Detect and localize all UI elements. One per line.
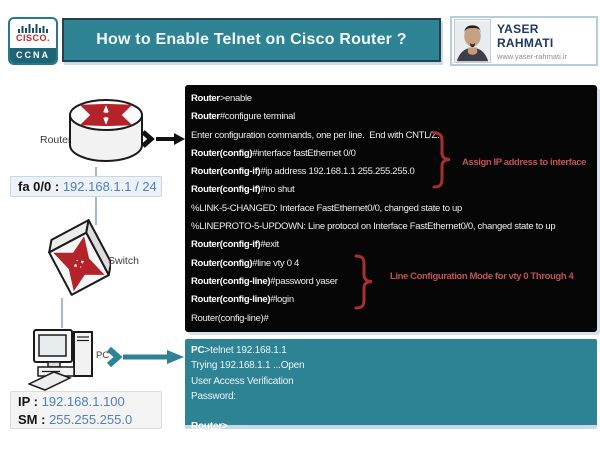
console-text: #password yaser bbox=[270, 275, 338, 287]
console-prompt: Router bbox=[191, 111, 220, 123]
console-line: Router>enable bbox=[191, 90, 593, 108]
switch-icon bbox=[48, 219, 111, 296]
pc-to-console-arrow-icon bbox=[107, 346, 184, 368]
sm-value: 255.255.255.0 bbox=[49, 412, 133, 427]
console-text: %LINK-5-CHANGED: Interface FastEthernet0… bbox=[191, 202, 462, 214]
router-to-console-arrow-icon bbox=[141, 130, 185, 148]
console-text: Trying 192.168.1.1 ...Open bbox=[191, 360, 305, 372]
console-line: Router(config-line)#login bbox=[191, 291, 593, 309]
console-line: Password: bbox=[191, 389, 593, 404]
console-text: >telnet 192.168.1.1 bbox=[204, 345, 287, 356]
page-title: How to Enable Telnet on Cisco Router ? bbox=[96, 31, 407, 48]
ip-row: IP : 192.168.1.100 bbox=[18, 393, 161, 411]
console-text: #configure terminal bbox=[219, 111, 295, 123]
sm-row: SM : 255.255.255.0 bbox=[18, 411, 161, 429]
ip-label: IP : bbox=[18, 394, 38, 409]
console-text: %LINEPROTO-5-UPDOWN: Line protocol on In… bbox=[191, 221, 556, 233]
pc-icon bbox=[28, 329, 93, 391]
router-label: Router bbox=[40, 134, 72, 146]
author-website: www.yaser-rahmati.ir bbox=[496, 51, 567, 61]
pc-telnet-console: PC>telnet 192.168.1.1 Trying 192.168.1.1… bbox=[185, 339, 597, 432]
annotation-line-config: Line Configuration Mode for vty 0 Throug… bbox=[390, 271, 574, 282]
brace-line-config-icon bbox=[354, 254, 373, 310]
cisco-ccna-badge: CISCO. CCNA bbox=[8, 17, 58, 65]
console-text: Password: bbox=[191, 390, 236, 402]
console-text: Router(config-line)# bbox=[191, 312, 269, 324]
console-line: User Access Verification bbox=[191, 374, 593, 389]
cisco-logo: CISCO. bbox=[10, 19, 56, 48]
console-line: Router(config)#interface fastEthernet 0/… bbox=[191, 145, 593, 163]
console-line: PC>telnet 192.168.1.1 bbox=[191, 343, 593, 358]
console-line: Router(config-line)#password yaser bbox=[191, 273, 593, 291]
console-prompt: Router(config-if) bbox=[191, 166, 261, 178]
pc-label: PC bbox=[96, 350, 110, 361]
console-text: User Access Verification bbox=[191, 375, 294, 387]
console-prompt: Router(config-line) bbox=[191, 294, 271, 306]
fa-label: fa 0/0 : bbox=[18, 179, 60, 194]
router-icon bbox=[69, 99, 143, 162]
console-prompt: Router(config-if) bbox=[191, 239, 261, 251]
router-console: Router>enable Router#configure terminal … bbox=[185, 85, 597, 332]
console-text: >enable bbox=[219, 93, 252, 104]
console-text: #line vty 0 4 bbox=[252, 257, 300, 269]
link-switch-pc bbox=[61, 298, 63, 328]
page-title-bar: How to Enable Telnet on Cisco Router ? bbox=[62, 18, 441, 62]
brace-assign-ip-icon bbox=[432, 131, 451, 189]
console-prompt: Router(config) bbox=[191, 257, 253, 269]
author-avatar bbox=[454, 19, 491, 63]
author-card: YASER RAHMATI www.yaser-rahmati.ir bbox=[450, 16, 598, 66]
author-name: YASER RAHMATI bbox=[496, 21, 554, 50]
console-line: Router(config-line)# bbox=[191, 310, 593, 328]
console-text: #ip address 192.168.1.1 255.255.255.0 bbox=[260, 166, 415, 178]
console-text: #interface fastEthernet 0/0 bbox=[252, 147, 356, 159]
ccna-label: CCNA bbox=[10, 48, 56, 63]
annotation-assign-ip: Assign IP address to interface bbox=[462, 157, 587, 168]
console-prompt: Router(config-line) bbox=[191, 275, 271, 287]
console-text: #no shut bbox=[260, 184, 295, 196]
console-line: %LINK-5-CHANGED: Interface FastEthernet0… bbox=[191, 200, 593, 218]
console-text: #exit bbox=[260, 239, 279, 251]
console-prompt: PC bbox=[191, 345, 205, 356]
console-prompt: Router(config-if) bbox=[191, 184, 261, 196]
console-line: Router#configure terminal bbox=[191, 108, 593, 126]
console-prompt: Router> bbox=[191, 421, 228, 433]
fa-value: 192.168.1.1 / 24 bbox=[62, 179, 157, 194]
console-text: Enter configuration commands, one per li… bbox=[191, 129, 440, 141]
console-line: Enter configuration commands, one per li… bbox=[191, 127, 593, 145]
console-line: Router(config-if)#no shut bbox=[191, 181, 593, 199]
cisco-wordmark: CISCO. bbox=[15, 33, 50, 43]
console-line: Trying 192.168.1.1 ...Open bbox=[191, 358, 593, 373]
console-text: #login bbox=[270, 294, 294, 306]
console-line bbox=[191, 404, 593, 419]
ip-value: 192.168.1.100 bbox=[41, 394, 125, 409]
console-line: Router(config-if)#exit bbox=[191, 236, 593, 254]
cisco-bridge-icon bbox=[18, 24, 48, 33]
console-line: Router(config-if)#ip address 192.168.1.1… bbox=[191, 163, 593, 181]
interface-address-box: fa 0/0 : 192.168.1.1 / 24 bbox=[10, 176, 162, 197]
pc-address-box: IP : 192.168.1.100 SM : 255.255.255.0 bbox=[10, 391, 162, 429]
switch-label: Switch bbox=[108, 255, 139, 267]
console-prompt: Router(config) bbox=[191, 147, 253, 159]
console-prompt: Router bbox=[191, 93, 220, 104]
sm-label: SM : bbox=[18, 412, 46, 427]
console-line: %LINEPROTO-5-UPDOWN: Line protocol on In… bbox=[191, 218, 593, 236]
console-line: Router(config)#line vty 0 4 bbox=[191, 255, 593, 273]
console-line: Router> bbox=[191, 419, 593, 434]
